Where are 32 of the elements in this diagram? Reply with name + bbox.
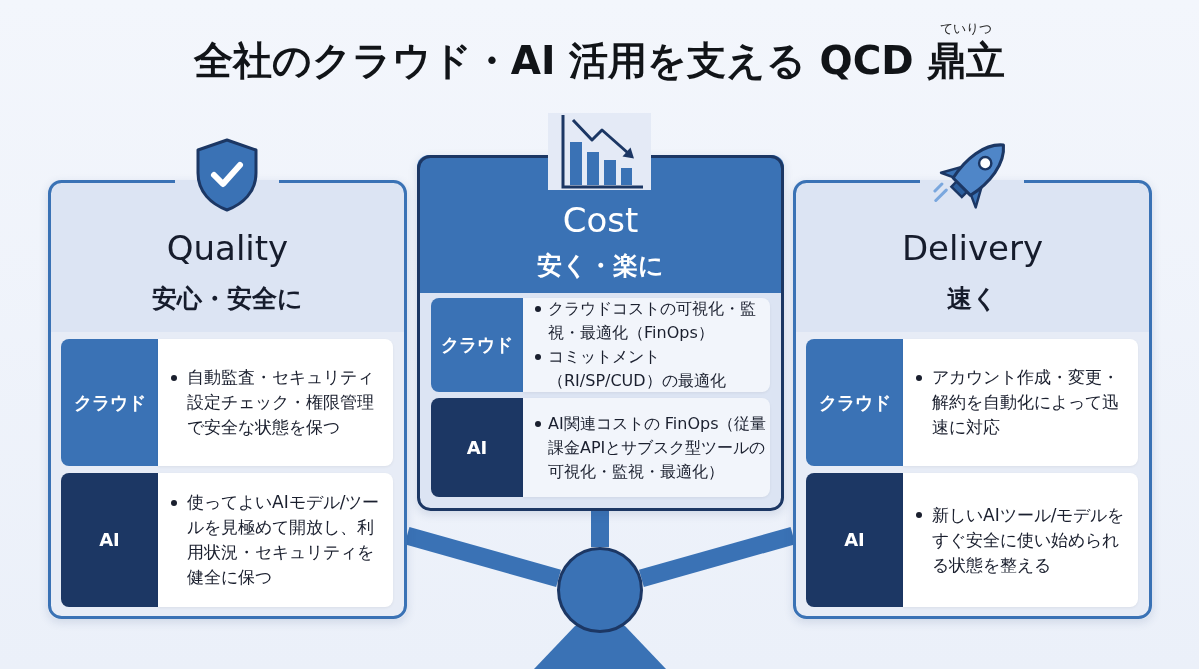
panel-subheading: 安心・安全に [152,282,303,315]
panel-heading: Cost [562,199,639,242]
furigana-text: ていりつ [940,21,993,36]
bullet-text: コミットメント（RI/SP/CUD）の最適化 [548,346,727,392]
bullet-text: 自動監査・セキュリティ設定チェック・権限管理で安全な状態を保つ [187,366,375,439]
description-card [523,398,770,497]
panel-heading: Delivery [901,227,1044,270]
description-card [158,339,393,466]
diagram-title: 全社のクラウド・AI 活用を支える QCD 鼎立 [193,37,1006,85]
row-label: クラウド [806,339,903,466]
row-label: AI [806,473,903,607]
description-card [523,298,770,392]
bullet-text: AI関連コストの FinOps（従量課金APIとサブスク型ツールの可視化・監視・最適化） [548,412,767,483]
row-label: クラウド [431,298,523,392]
panel-heading: Quality [166,227,289,270]
row-label: AI [431,398,523,497]
scale-base [534,626,666,669]
bullet-text: 使ってよいAIモデル/ツールを見極めて開放し、利用状況・セキュリティを健全に保つ [187,491,381,589]
row-label: AI [61,473,158,607]
panel-subheading: 安く・楽に [537,249,664,282]
description-card [903,473,1138,607]
bullet-text: クラウドコストの可視化・監視・最適化（FinOps） [548,298,757,344]
scale-post [591,511,609,547]
panel-subheading: 速く [947,282,998,315]
bullet-text: アカウント作成・変更・解約を自動化によって迅速に対応 [932,366,1120,439]
category-panel [793,180,1152,619]
bullet-text: 新しいAIツール/モデルをすぐ安全に使い始められる状態を整える [932,503,1126,577]
category-panel [48,180,407,619]
description-card [158,473,393,607]
category-panel [417,155,784,511]
row-label: クラウド [61,339,158,466]
description-card [903,339,1138,466]
